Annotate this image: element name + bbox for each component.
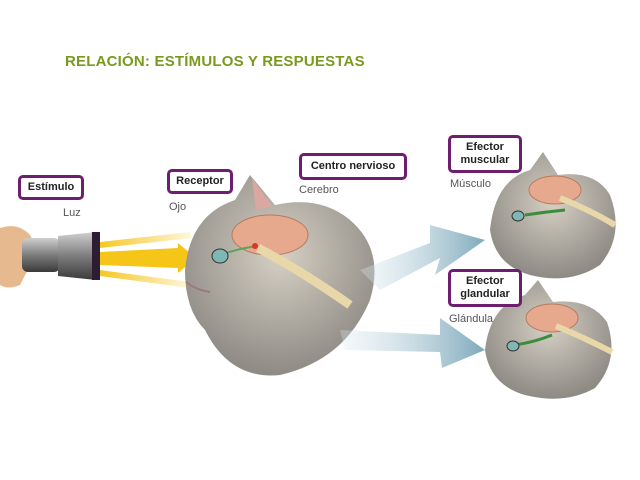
label-estimulo: Estímulo — [18, 175, 84, 200]
sublabel-luz: Luz — [63, 207, 81, 219]
eye-icon — [211, 248, 229, 264]
arrow-to-gland — [340, 318, 485, 368]
sublabel-musculo: Músculo — [450, 178, 491, 190]
sublabel-ojo: Ojo — [169, 201, 187, 213]
light-beam-arrow — [100, 243, 196, 273]
light-beam-top — [100, 232, 192, 248]
spinal-nerve — [255, 244, 353, 309]
muscle-nerve — [524, 208, 566, 217]
sublabel-glandula: Glándula — [449, 313, 494, 325]
page-title: RELACIÓN: ESTÍMULOS Y RESPUESTAS — [65, 53, 365, 70]
light-beam-bottom — [100, 270, 190, 288]
arrow-to-muscle — [360, 225, 485, 290]
brain-icon-gland — [525, 303, 579, 333]
cat-head-main — [185, 175, 375, 376]
sublabel-cerebro: Cerebro — [299, 184, 339, 196]
label-centro-nervioso: Centro nervioso — [299, 153, 407, 180]
light-beams — [100, 232, 196, 288]
cat-head-gland — [485, 280, 614, 399]
flashlight-lens — [92, 232, 100, 280]
flashlight-illustration — [0, 226, 100, 288]
brain-icon-muscle — [528, 175, 582, 205]
label-efector-muscular: Efector muscular — [448, 135, 522, 173]
flashlight-body — [22, 238, 60, 272]
cat-head-muscle — [490, 152, 617, 279]
flashlight-head — [58, 232, 96, 280]
label-receptor: Receptor — [167, 169, 233, 194]
label-efector-glandular: Efector glandular — [448, 269, 522, 307]
